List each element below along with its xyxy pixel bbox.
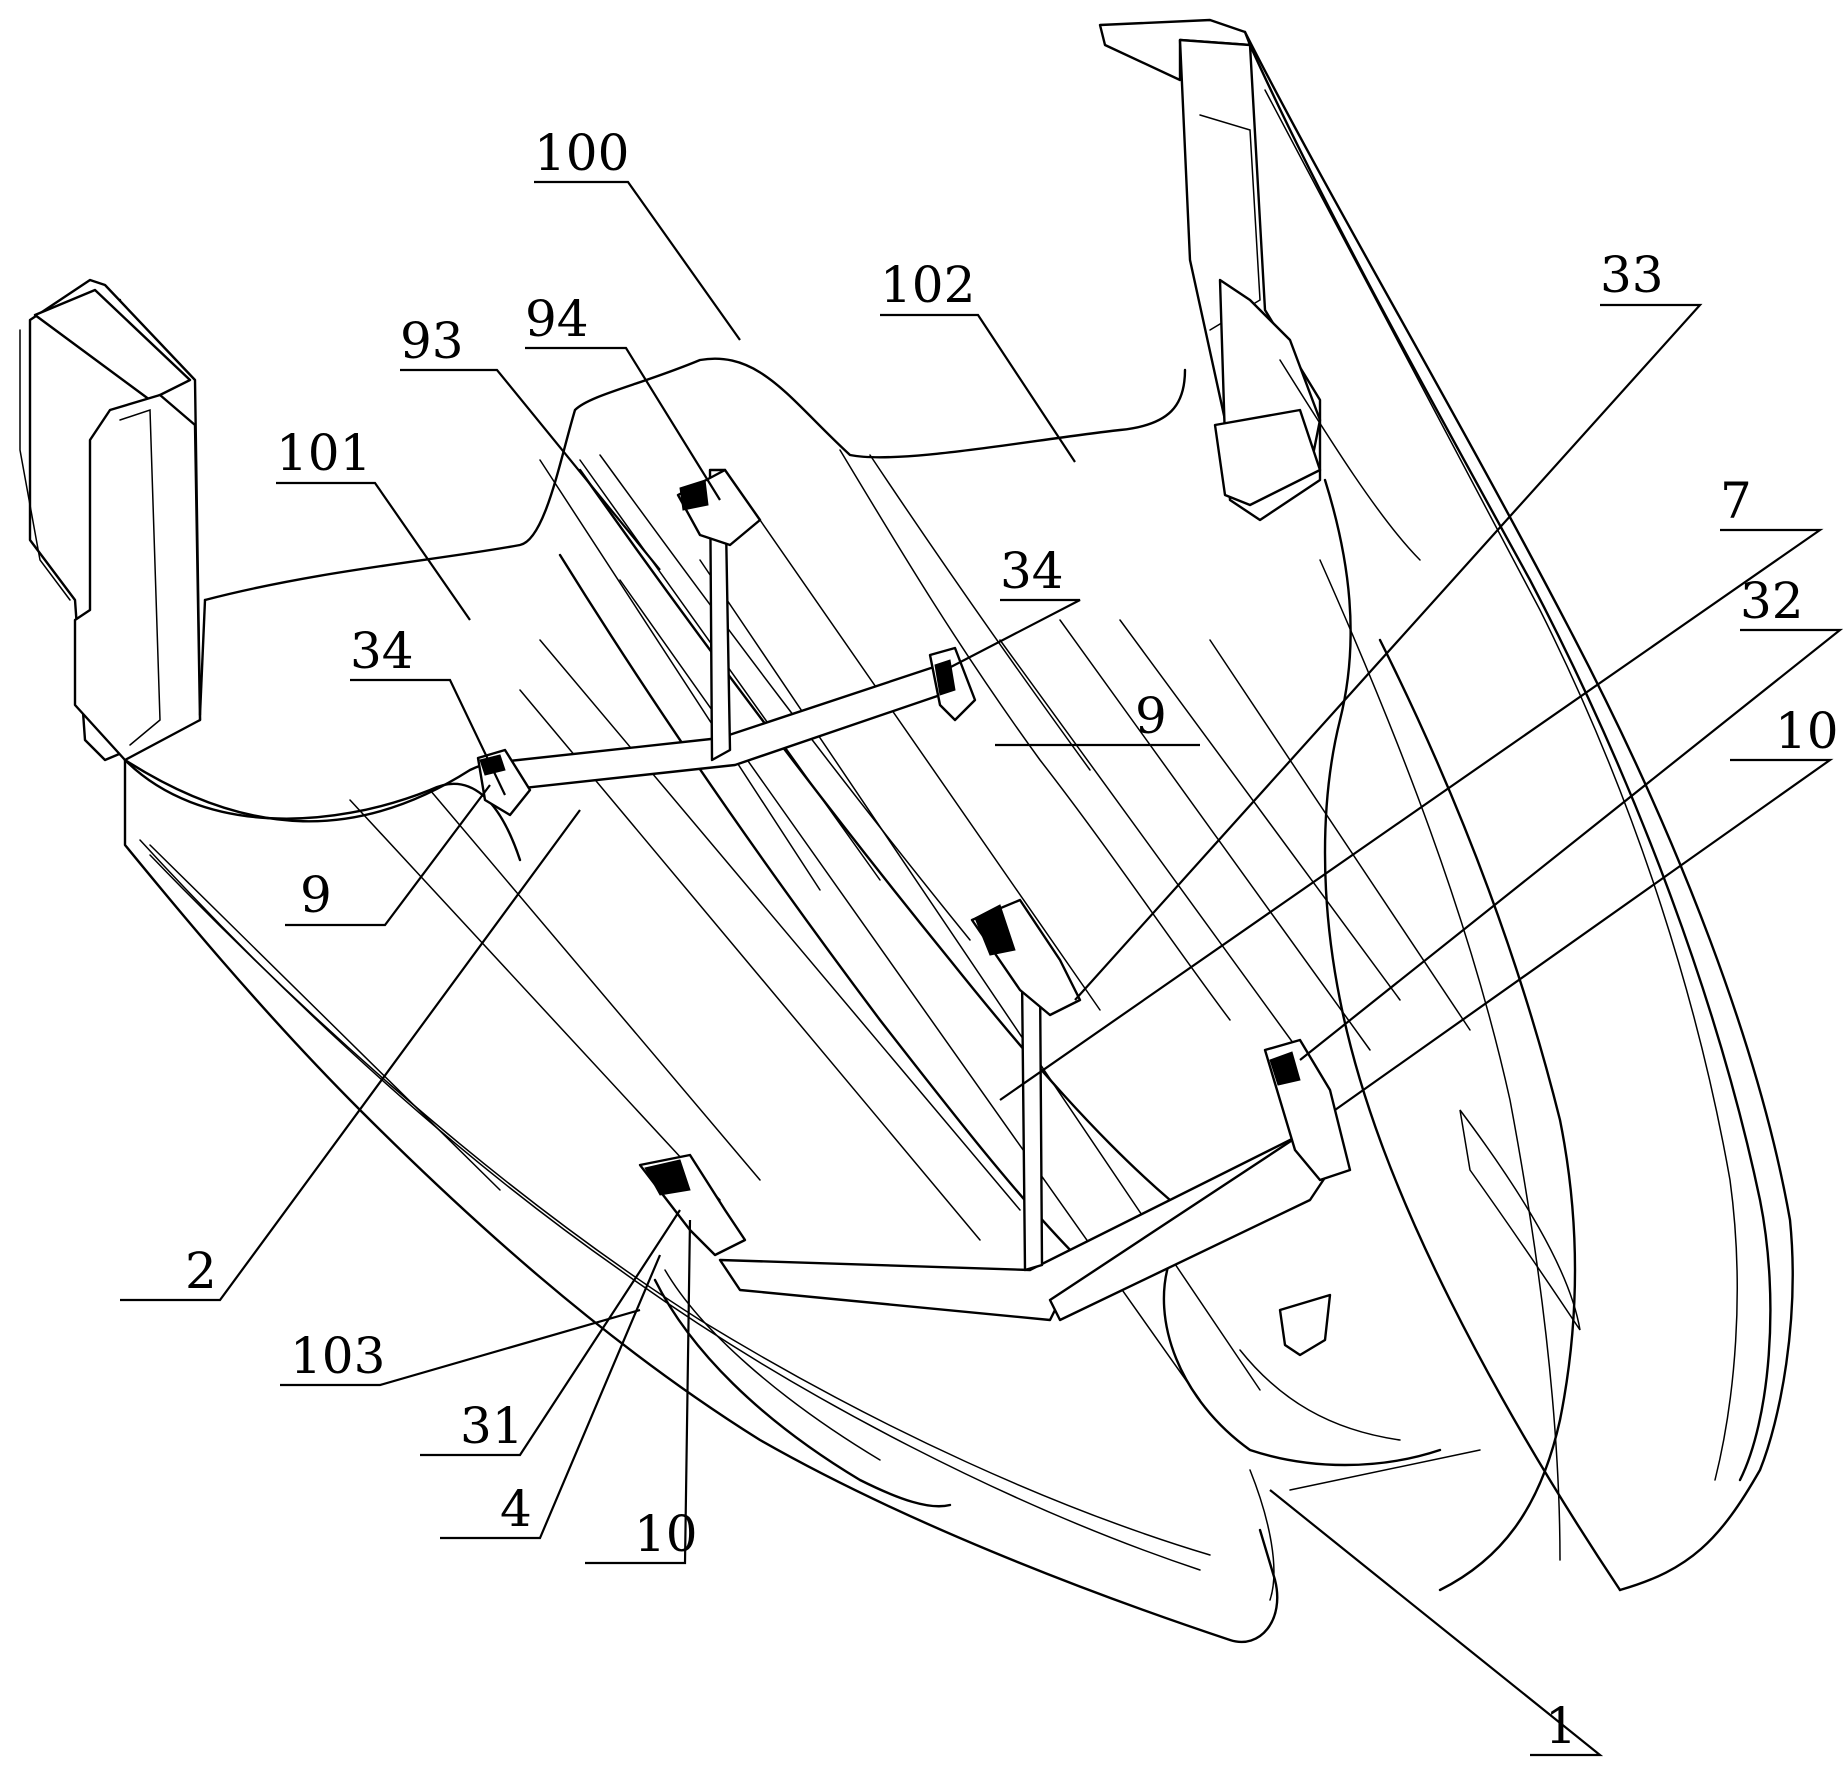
front-crossbar-right: [1050, 1130, 1330, 1320]
label-10-left: 10: [634, 1505, 698, 1563]
left-deck-edge: [125, 750, 520, 860]
center-hull-edge-2: [580, 470, 1170, 1200]
hull-contour-lines: [150, 460, 1470, 1400]
label-101: 101: [276, 424, 371, 482]
left-hull-skeg: [655, 1280, 950, 1506]
label-33: 33: [1600, 246, 1664, 304]
label-100: 100: [534, 124, 629, 182]
right-hull-outline-2: [1250, 45, 1770, 1480]
label-94: 94: [525, 290, 589, 348]
label-103: 103: [290, 1327, 385, 1385]
right-hull-keel: [1380, 640, 1575, 1590]
right-hull-bottom-2: [1320, 560, 1560, 1560]
bracket-lower: [1280, 1295, 1330, 1355]
right-hull-inner-wall: [1325, 480, 1351, 1000]
right-hull-strake: [1460, 1110, 1580, 1330]
right-hull-bottom: [1340, 1000, 1620, 1590]
label-9-right: 9: [1135, 687, 1167, 745]
tunnel-arch: [1164, 1260, 1440, 1465]
label-4: 4: [500, 1480, 532, 1538]
leader-lines: [120, 182, 1840, 1755]
label-93: 93: [400, 312, 464, 370]
right-hull-sheer: [1265, 90, 1737, 1480]
label-9-left: 9: [300, 866, 332, 924]
bridge-deck-lower: [200, 600, 205, 715]
label-32: 32: [1740, 572, 1804, 630]
label-1: 1: [1545, 1697, 1577, 1755]
label-34-right: 34: [1000, 542, 1064, 600]
label-2: 2: [185, 1242, 217, 1300]
front-post: [1022, 975, 1042, 1270]
frame-structure: [500, 470, 1330, 1320]
left-stern-plate: [75, 395, 200, 760]
label-7: 7: [1720, 472, 1752, 530]
label-10-right: 10: [1775, 702, 1839, 760]
label-102: 102: [880, 256, 975, 314]
label-31: 31: [460, 1397, 524, 1455]
label-34-left: 34: [350, 622, 414, 680]
tunnel-arch-2: [1240, 1350, 1400, 1440]
tunnel-floor: [1290, 1450, 1480, 1490]
